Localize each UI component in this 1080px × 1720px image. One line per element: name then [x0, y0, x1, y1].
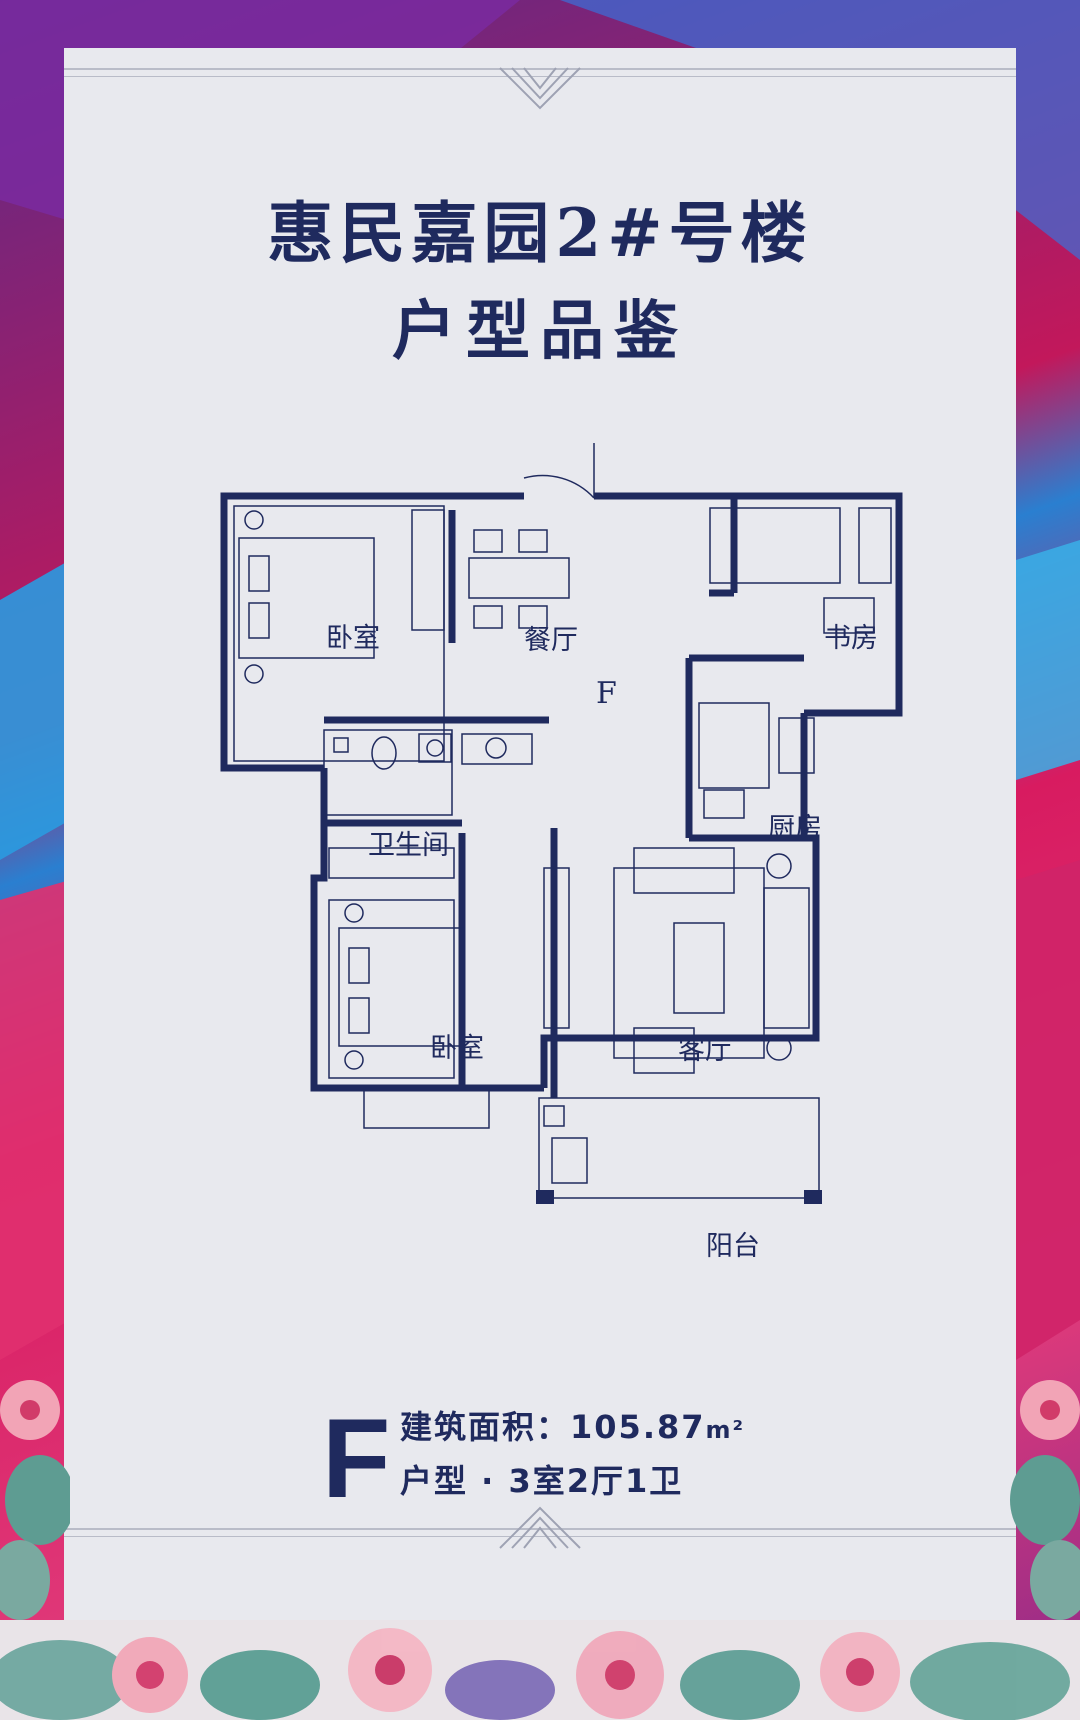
top-rule: [64, 68, 1016, 70]
floral-right: [1010, 1380, 1080, 1620]
page-subtitle: 户型品鉴: [392, 294, 688, 369]
top-ornament-icon: [499, 67, 581, 110]
page-title: 惠民嘉园2#号楼: [267, 194, 813, 272]
floral-border: [0, 1620, 1080, 1720]
plan-unit-mark: F: [596, 676, 617, 711]
room-label-kitchen: 厨房: [768, 813, 822, 844]
area-line: 建筑面积：105.87m²: [400, 1402, 745, 1448]
floral-left: [0, 1380, 70, 1620]
room-label-living: 客厅: [678, 1035, 732, 1066]
floor-plan: [220, 443, 903, 1204]
bottom-rule-inner: [64, 1536, 1016, 1537]
bottom-ornament-icon: [499, 1506, 581, 1549]
area-label: 建筑面积：: [400, 1408, 571, 1446]
unit-letter: F: [322, 1396, 391, 1521]
room-label-dining: 餐厅: [524, 625, 578, 656]
room-label-bathroom: 卫生间: [368, 830, 449, 861]
room-label-bedroom-bottom: 卧室: [430, 1033, 484, 1064]
layout-line: 户型 · 3室2厅1卫: [400, 1462, 684, 1500]
room-label-balcony: 阳台: [706, 1231, 760, 1262]
area-unit: m²: [705, 1416, 746, 1444]
room-label-bedroom-top: 卧室: [326, 623, 380, 654]
top-rule-inner: [64, 76, 1016, 77]
poster-card: 惠民嘉园2#号楼 户型品鉴: [64, 48, 1016, 1720]
room-label-study: 书房: [824, 623, 878, 654]
area-value: 105.87: [570, 1408, 706, 1446]
